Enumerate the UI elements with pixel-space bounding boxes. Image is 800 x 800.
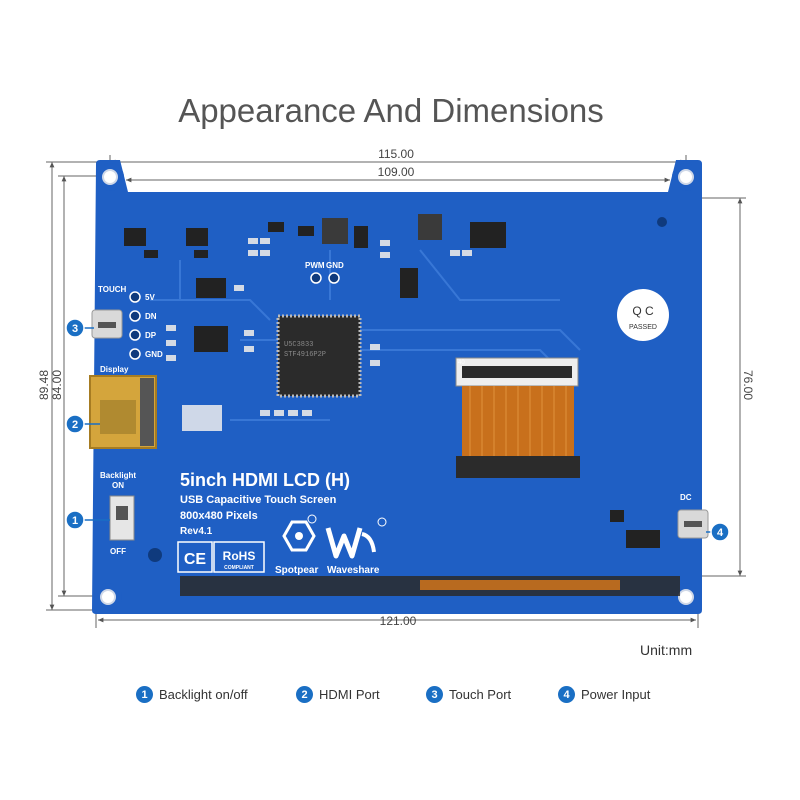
dim-height-outer: 89.48 bbox=[37, 370, 51, 400]
display-label: Display bbox=[100, 365, 129, 374]
svg-text:COMPLIANT: COMPLIANT bbox=[224, 565, 254, 571]
legend-label-2: HDMI Port bbox=[319, 687, 380, 702]
legend-label-4: Power Input bbox=[581, 687, 651, 702]
pin-gnd: GND bbox=[145, 350, 163, 359]
svg-text:3: 3 bbox=[72, 323, 78, 335]
mount-hole-top-left bbox=[102, 169, 118, 185]
callout-2 bbox=[65, 414, 85, 434]
callout-1 bbox=[65, 510, 85, 530]
components bbox=[124, 214, 667, 562]
rohs-mark bbox=[213, 541, 265, 573]
qc-passed-text: PASSED bbox=[629, 324, 657, 331]
board-revision: Rev4.1 bbox=[180, 526, 213, 537]
board-subtitle: USB Capacitive Touch Screen bbox=[180, 494, 337, 506]
pin-dn: DN bbox=[145, 312, 157, 321]
pwm-label: PWM bbox=[305, 261, 325, 270]
chip-text-2: STF4916P2P bbox=[284, 351, 326, 359]
gnd-label: GND bbox=[326, 261, 344, 270]
legend-item-4: 4 Power Input bbox=[558, 686, 650, 703]
backlight-off-label: OFF bbox=[110, 547, 126, 556]
dim-height-inner: 84.00 bbox=[50, 370, 64, 400]
dim-width-outer: 115.00 bbox=[378, 147, 414, 161]
legend-item-3: 3 Touch Port bbox=[426, 686, 511, 703]
legend-num-2: 2 bbox=[296, 686, 313, 703]
callout-4 bbox=[710, 522, 730, 542]
qc-text: Q C bbox=[632, 304, 654, 318]
unit-label: Unit:mm bbox=[640, 642, 693, 658]
legend-item-2: 2 HDMI Port bbox=[296, 686, 380, 703]
dc-label: DC bbox=[680, 493, 692, 502]
qc-sticker bbox=[617, 289, 669, 341]
pin-5v: 5V bbox=[145, 293, 155, 302]
waveshare-logo: Waveshare bbox=[325, 517, 387, 576]
legend-label-3: Touch Port bbox=[449, 687, 512, 702]
legend-item-1: 1 Backlight on/off bbox=[136, 686, 248, 703]
fpc-label: 40 bbox=[458, 360, 465, 366]
svg-text:1: 1 bbox=[72, 515, 78, 527]
svg-text:4: 4 bbox=[717, 527, 724, 539]
legend-num-4: 4 bbox=[558, 686, 575, 703]
backlight-on-label: ON bbox=[112, 481, 124, 490]
board-resolution: 800x480 Pixels bbox=[180, 510, 258, 522]
legend-num-3: 3 bbox=[426, 686, 443, 703]
touch-label: TOUCH bbox=[98, 285, 127, 294]
svg-text:Waveshare: Waveshare bbox=[327, 565, 380, 576]
page-title: Appearance And Dimensions bbox=[178, 92, 604, 129]
dim-height-right: 76.00 bbox=[741, 370, 755, 400]
mount-hole-top-right bbox=[678, 169, 694, 185]
svg-text:RoHS: RoHS bbox=[223, 549, 256, 563]
svg-text:2: 2 bbox=[72, 419, 78, 431]
spotpear-logo: Spotpear bbox=[275, 514, 318, 576]
pcb-board: U5C3833 STF4916P2P 40 Q C PASSED TOUCH 5… bbox=[89, 160, 709, 614]
backlight-label: Backlight bbox=[100, 471, 136, 480]
callouts: 1 2 3 4 bbox=[65, 318, 730, 542]
board-outline bbox=[92, 160, 702, 614]
dim-width-bottom: 121.00 bbox=[380, 614, 417, 628]
legend-num-1: 1 bbox=[136, 686, 153, 703]
pin-dp: DP bbox=[145, 331, 157, 340]
callout-3 bbox=[65, 318, 85, 338]
mount-hole-bottom-right bbox=[678, 589, 694, 605]
backlight-switch bbox=[109, 495, 135, 541]
ce-mark bbox=[177, 541, 213, 573]
mount-hole-bottom-left bbox=[100, 589, 116, 605]
main-chip bbox=[276, 314, 362, 398]
chip-text-1: U5C3833 bbox=[284, 341, 313, 349]
legend-label-1: Backlight on/off bbox=[159, 687, 248, 702]
board-name: 5inch HDMI LCD (H) bbox=[180, 470, 350, 490]
svg-text:Spotpear: Spotpear bbox=[275, 565, 318, 576]
dim-width-inner: 109.00 bbox=[378, 165, 415, 179]
svg-text:CE: CE bbox=[184, 551, 207, 568]
